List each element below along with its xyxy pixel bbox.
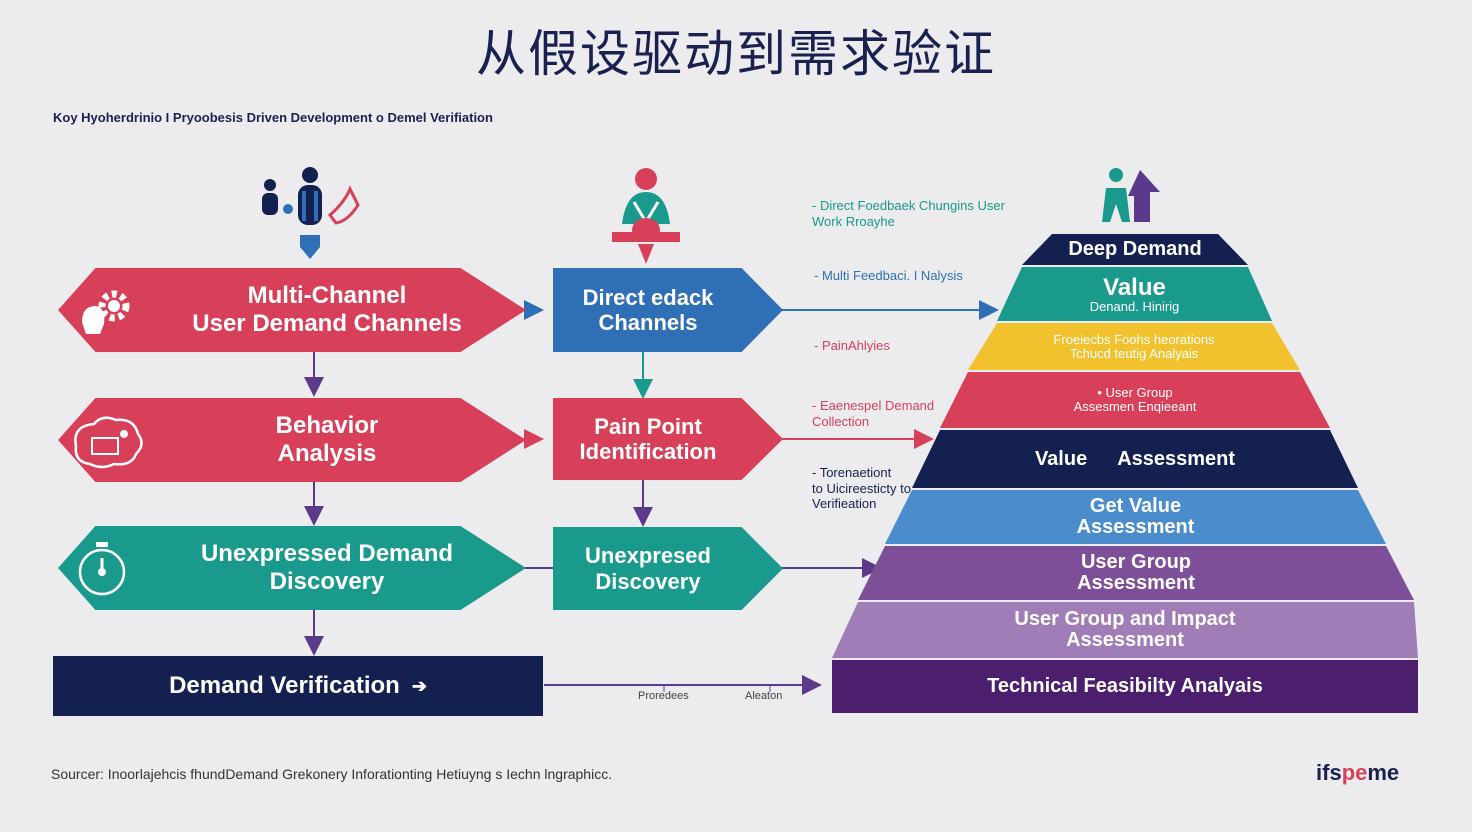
- note1-line1: - Direct Foedbaek Chungins User: [812, 198, 1005, 213]
- note5-line1: - Torenaetiont: [812, 465, 892, 480]
- brand-logo: ifspeme: [1316, 760, 1399, 786]
- pyramid-tier-9: Technical Feasibilty Analyais: [832, 660, 1418, 713]
- bottom-label-left: Proredees: [638, 690, 689, 702]
- direct-feedback-line1: Direct edack: [582, 284, 714, 310]
- pyramid-tier-5-line1: Value: [1034, 447, 1088, 470]
- logo-part2: pe: [1341, 760, 1368, 785]
- users-group-icon: [262, 167, 360, 259]
- note1-line2: Work Rroayhe: [812, 213, 895, 229]
- pyramid-tier-8-line2: Assessment: [1066, 629, 1184, 651]
- pyramid-tier-5: Value Assessment: [912, 430, 1358, 488]
- note-direct-feedback: - Direct Foedbaek Chungins User Work Rro…: [812, 198, 1005, 229]
- brain-chart-icon: [74, 416, 143, 469]
- pyramid-tier-2-line1: Value: [1103, 273, 1166, 301]
- page-title: 从假设驱动到需求验证: [476, 25, 996, 83]
- note2-line1: - Multi Feedbaci. I Nalysis: [814, 268, 963, 283]
- behavior-line2: Analysis: [277, 440, 377, 467]
- note-verification: - Torenaetiont to Uicireesticty to Verif…: [812, 465, 911, 512]
- pyramid-tier-6-line1: Get Value: [1089, 495, 1182, 517]
- unexpresed-line2: Discovery: [595, 568, 701, 594]
- pain-point-line1: Pain Point: [594, 413, 702, 439]
- pyramid-tier-3-line2: Tchucd teutig Analyais: [1069, 345, 1199, 361]
- behavior-line1: Behavior: [275, 412, 379, 440]
- pyramid-tier-8-line1: User Group and Impact: [1014, 608, 1236, 630]
- demand-verification-box: Demand Verification ➔: [53, 656, 543, 716]
- pain-point-line2: Identification: [579, 439, 717, 464]
- direct-feedback-line2: Channels: [598, 310, 698, 335]
- note-demand-collection: - Eaenespel Demand Collection: [812, 398, 934, 429]
- pyramid-tier-7-line2: Assessment: [1077, 572, 1195, 594]
- unexpressed-line2: Discovery: [269, 568, 385, 595]
- stopwatch-icon: [78, 542, 126, 596]
- note5-line3: Verifieation: [812, 496, 877, 512]
- pyramid-tier-1: Deep Demand: [1022, 234, 1248, 265]
- pyramid-tier-4-line2: Assesmen Enqieeant: [1073, 399, 1197, 414]
- people-arrow-icon: [1102, 168, 1160, 222]
- note5-line2: to Uicireesticty to: [812, 480, 911, 496]
- pyramid-tier-3-line1: Froeiecbs Foohs heorations: [1053, 331, 1215, 347]
- note-pain-analysis: - PainAhlyies: [814, 338, 890, 354]
- pyramid-tier-1-line1: Deep Demand: [1068, 238, 1202, 260]
- source-footer: Sourcer: Inoorlajehcis fhundDemand Greko…: [51, 766, 613, 782]
- note-multi-feedback: - Multi Feedbaci. I Nalysis: [814, 268, 963, 284]
- pyramid-tier-6-line2: Assessment: [1076, 516, 1195, 538]
- multi-channel-line1: Multi-Channel: [247, 282, 407, 310]
- demand-verification-label: Demand Verification: [169, 672, 400, 700]
- pyramid-tier-9-line1: Technical Feasibilty Analyais: [987, 675, 1263, 697]
- arrow-right-icon: ➔: [411, 675, 427, 696]
- page-subtitle: Koy Hyoherdrinio I Pryoobesis Driven Dev…: [53, 110, 493, 125]
- multi-channel-line2: User Demand Channels: [192, 310, 462, 337]
- note4-line2: Collection: [812, 413, 870, 429]
- logo-part3: me: [1367, 760, 1400, 785]
- gear-head-icon: [82, 290, 130, 334]
- pyramid-tier-5-line2: Assessment: [1117, 447, 1236, 470]
- unexpressed-line1: Unexpressed Demand: [200, 540, 454, 568]
- person-feedback-icon: [612, 168, 680, 264]
- bottom-label-right: Aleaton: [745, 690, 783, 702]
- pyramid-tier-7-line1: User Group: [1080, 551, 1192, 573]
- logo-part1: ifs: [1316, 760, 1342, 785]
- note4-line1: - Eaenespel Demand: [812, 398, 935, 413]
- pyramid-tier-4-line1: • User Group: [1097, 385, 1173, 401]
- unexpresed-line1: Unexpresed: [585, 543, 711, 569]
- note3-line1: - PainAhlyies: [814, 338, 890, 353]
- pyramid-tier-2-line2: Denand. Hinirig: [1089, 298, 1180, 314]
